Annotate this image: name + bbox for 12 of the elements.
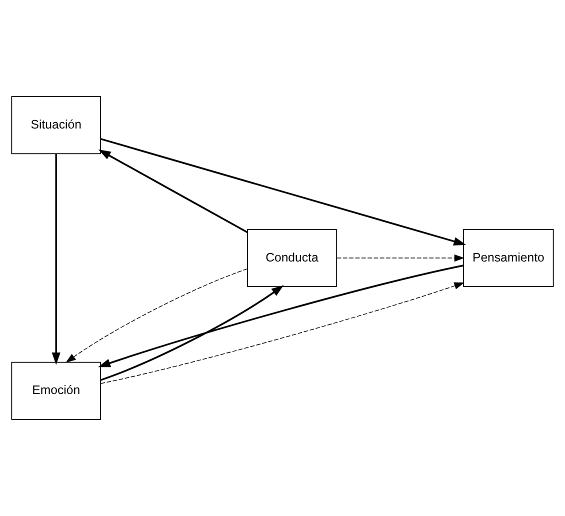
node-box: Conducta <box>247 228 337 288</box>
arrow <box>100 138 466 246</box>
node-box: Emoción <box>11 362 101 420</box>
arrow <box>66 268 248 363</box>
node-box: Pensamiento <box>463 228 554 288</box>
arrow <box>98 264 464 368</box>
arrow <box>98 150 248 234</box>
arrow <box>336 254 465 262</box>
node-box: Situación <box>11 96 101 154</box>
arrow <box>52 154 60 365</box>
arrow <box>100 285 284 381</box>
arrow <box>100 282 464 384</box>
